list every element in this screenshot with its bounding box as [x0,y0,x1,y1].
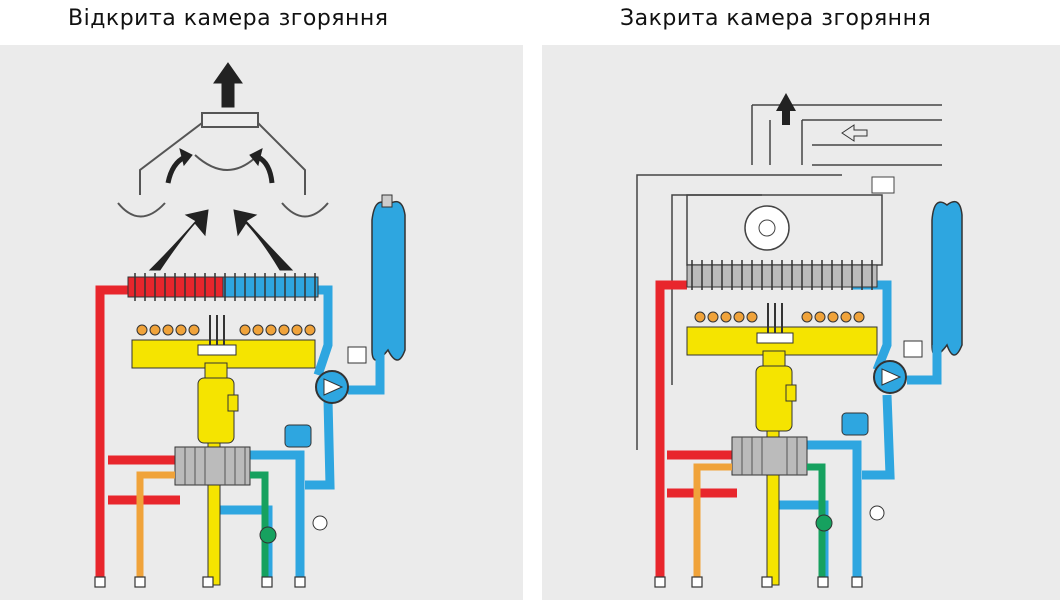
heating-flow-pipe [95,285,180,585]
pressure-gauge [312,515,328,531]
dhw-cold-pipe [807,463,826,585]
pressure-switch [284,424,312,448]
dhw-heat-exchanger [731,436,808,476]
closed-chamber-diagram [636,93,963,588]
bottom-taps [94,576,306,588]
panel-closed-chamber: Закрита камера згоряння [542,0,1060,600]
dhw-heat-exchanger [174,446,251,486]
main-heat-exchanger [127,273,319,301]
dhw-hot-pipe [136,471,175,585]
hood-arrow-right [249,148,263,167]
expansion-vessel [931,200,963,356]
circulation-pump [315,346,367,404]
hood-arrow-left [179,148,193,167]
circulation-pump [873,340,923,394]
open-chamber-diagram [94,62,406,588]
expansion-vessel [371,194,406,361]
gas-burner [686,303,878,356]
coaxial-flue [636,104,942,450]
main-heat-exchanger [686,260,878,290]
intake-arrow [841,124,868,142]
draft-hood [117,112,329,218]
pressure-switch [841,412,869,436]
panel-open-chamber: Відкрита камера згоряння [0,0,525,600]
flame-arrow-left [148,209,209,271]
dhw-cold-pipe [250,471,269,585]
air-pressure-switch [871,176,895,194]
dhw-filter [815,514,833,532]
bottom-taps [654,576,863,588]
exhaust-fan [744,176,895,251]
pressure-gauge [869,505,885,521]
flame-arrow-right [233,209,294,271]
flue-arrows [776,93,868,142]
panel-title-closed: Закрита камера згоряння [620,6,932,31]
exhaust-up-arrow [776,93,796,125]
flue-arrows [148,62,294,271]
panel-title-open: Відкрита камера згоряння [68,6,389,31]
exhaust-up-arrow [213,62,243,108]
dhw-hot-pipe [693,463,732,585]
gas-burner [131,315,316,369]
dhw-filter [259,526,277,544]
heating-flow-pipe [655,280,737,585]
